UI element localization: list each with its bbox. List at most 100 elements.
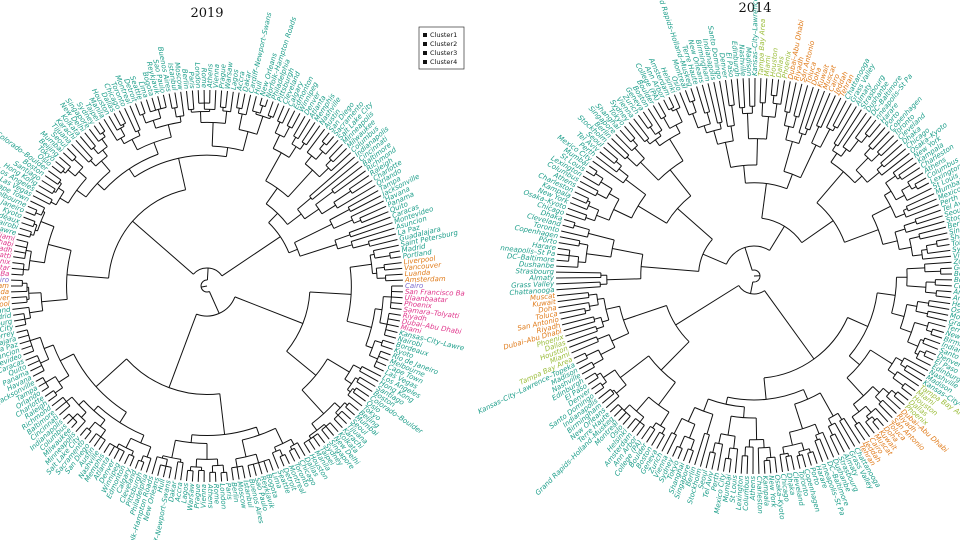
dendrogram-branch bbox=[384, 267, 403, 271]
leaf-label: Athens bbox=[749, 476, 757, 502]
legend-label: Cluster1 bbox=[430, 31, 457, 39]
dendrogram-branch bbox=[383, 262, 402, 266]
dendrogram-branch bbox=[906, 285, 926, 288]
dendrogram-branch bbox=[329, 422, 339, 433]
dendrogram-branch bbox=[359, 370, 379, 382]
dendrogram-branch bbox=[600, 346, 616, 356]
leaf-label: Miami bbox=[0, 230, 16, 243]
dendrogram-branch bbox=[904, 357, 929, 372]
dendrogram-branch bbox=[555, 277, 601, 279]
dendrogram-branch bbox=[294, 223, 333, 244]
dendrogram-branch bbox=[906, 193, 935, 207]
dendrogram-branch bbox=[607, 142, 626, 160]
dendrogram-branch bbox=[790, 455, 795, 471]
dendrogram-branch bbox=[334, 170, 366, 194]
dendrogram-branch bbox=[321, 429, 330, 440]
dendrogram-branch bbox=[378, 355, 389, 361]
dendrogram-branch bbox=[922, 342, 939, 350]
legend-swatch bbox=[423, 51, 427, 55]
dendrogram-branch bbox=[927, 249, 951, 254]
dendrogram-branch bbox=[748, 78, 751, 107]
dendrogram-branch bbox=[598, 388, 611, 400]
dendrogram-branch bbox=[718, 433, 722, 444]
dendrogram-branch bbox=[618, 168, 629, 177]
leaf-label: Houston bbox=[769, 48, 780, 78]
dendrogram-branch bbox=[816, 171, 844, 204]
dendrogram-branch bbox=[15, 324, 27, 328]
dendrogram-branch bbox=[854, 116, 872, 139]
dendrogram-arc bbox=[291, 143, 301, 150]
dendrogram-panel-2019: 2019 Saint PetersburgMadridPortlandLiver… bbox=[0, 6, 465, 540]
dendrogram-branch bbox=[191, 470, 194, 482]
dendrogram-branch bbox=[145, 458, 152, 473]
dendrogram-branch bbox=[44, 344, 54, 349]
dendrogram-branch bbox=[350, 195, 382, 212]
dendrogram-branch bbox=[78, 400, 84, 406]
dendrogram-branch bbox=[727, 416, 732, 436]
dendrogram-branch bbox=[905, 220, 945, 233]
dendrogram-branch bbox=[834, 422, 851, 450]
legend-entry: Cluster3 bbox=[423, 49, 457, 57]
dendrogram-arc bbox=[66, 250, 72, 300]
dendrogram-branch bbox=[785, 456, 789, 472]
dendrogram-branch bbox=[559, 308, 585, 314]
dendrogram-branch bbox=[241, 439, 247, 457]
dendrogram-branch bbox=[886, 396, 901, 410]
dendrogram-branch bbox=[798, 451, 801, 456]
leaf-label: Amsterdam bbox=[404, 275, 446, 284]
dendrogram-branch bbox=[140, 101, 146, 114]
dendrogram-branch bbox=[556, 292, 589, 297]
dendrogram-branch bbox=[42, 211, 45, 213]
dendrogram-branch bbox=[688, 450, 694, 464]
dendrogram-arc bbox=[265, 180, 289, 198]
dendrogram-branch bbox=[151, 97, 157, 111]
dendrogram-branch bbox=[733, 436, 736, 449]
dendrogram-branch bbox=[79, 427, 88, 436]
leaf-label: Helsinki bbox=[952, 300, 960, 312]
dendrogram-branch bbox=[897, 391, 909, 401]
dendrogram-branch bbox=[71, 143, 90, 163]
dendrogram-branch bbox=[822, 432, 835, 458]
dendrogram-branch bbox=[684, 90, 691, 103]
dendrogram-branch bbox=[588, 205, 599, 211]
dendrogram-arc bbox=[647, 124, 653, 129]
leaf-label: Prague bbox=[193, 484, 202, 509]
dendrogram-branch bbox=[846, 377, 864, 397]
dendrogram-branch bbox=[669, 169, 692, 197]
dendrogram-branch bbox=[796, 455, 801, 469]
dendrogram-branch bbox=[29, 310, 43, 314]
dendrogram-arc bbox=[28, 287, 30, 300]
dendrogram-branch bbox=[58, 375, 70, 383]
dendrogram-branch bbox=[134, 460, 140, 469]
dendrogram-branch bbox=[569, 255, 579, 258]
dendrogram-branch bbox=[906, 187, 932, 201]
leaf-label: Harare bbox=[532, 241, 557, 252]
dendrogram-arc bbox=[57, 179, 62, 185]
dendrogram-branch bbox=[839, 420, 856, 447]
dendrogram-branch bbox=[623, 305, 667, 321]
dendrogram-branch bbox=[558, 242, 579, 247]
dendrogram-branch bbox=[30, 365, 42, 372]
dendrogram-branch bbox=[291, 137, 297, 145]
dendrogram-branch bbox=[62, 170, 66, 174]
leaf-label: London bbox=[218, 483, 228, 509]
dendrogram-branch bbox=[703, 398, 709, 412]
leaf-label: Rome bbox=[212, 484, 221, 505]
dendrogram-branch bbox=[108, 116, 118, 131]
dendrogram-branch bbox=[928, 310, 949, 316]
dendrogram-branch bbox=[241, 93, 246, 109]
dendrogram-branch bbox=[761, 102, 764, 117]
dendrogram-branch bbox=[385, 329, 398, 333]
dendrogram-branch bbox=[168, 313, 197, 388]
dendrogram-branches-2019 bbox=[11, 89, 403, 483]
dendrogram-branch bbox=[596, 214, 610, 221]
dendrogram-arc bbox=[717, 140, 734, 145]
dendrogram-branch bbox=[626, 156, 638, 167]
dendrogram-branch bbox=[206, 267, 209, 281]
dendrogram-branch bbox=[920, 339, 924, 342]
panel-title-2014: 2014 bbox=[738, 1, 771, 16]
dendrogram-arc bbox=[900, 357, 905, 365]
